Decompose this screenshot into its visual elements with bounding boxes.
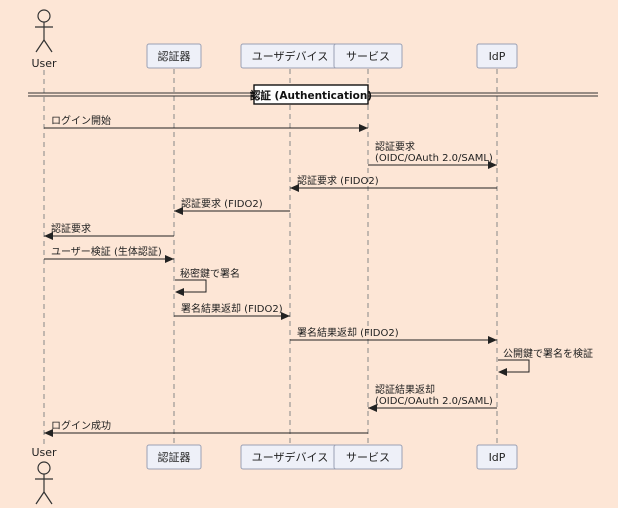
arrowhead-icon: [368, 404, 377, 412]
message-arrow-line: [498, 359, 530, 373]
message-label: 認証要求 (FIDO2): [297, 174, 379, 187]
participant-device-top: ユーザデバイス: [240, 43, 340, 69]
actor-label-top: User: [31, 57, 57, 70]
arrowhead-icon: [290, 184, 299, 192]
arrowhead-icon: [281, 312, 290, 320]
message-12: ログイン成功: [44, 419, 368, 437]
participant-label: サービス: [346, 50, 390, 63]
actor-user-top-figure: [35, 9, 53, 53]
message-10: 公開鍵で署名を検証: [498, 347, 593, 376]
participant-idp-top: IdP: [476, 43, 518, 69]
message-8: 署名結果返却 (FIDO2): [174, 302, 290, 320]
message-label: 認証要求: [51, 222, 91, 235]
divider-label: 認証 (Authentication): [250, 89, 372, 102]
arrowhead-icon: [359, 124, 368, 132]
message-6: ユーザー検証 (生体認証): [44, 245, 174, 263]
message-4: 認証要求 (FIDO2): [174, 197, 290, 215]
participant-label: IdP: [489, 50, 506, 63]
message-label: (OIDC/OAuth 2.0/SAML): [375, 153, 493, 164]
participant-label: ユーザデバイス: [252, 49, 328, 63]
participant-label: IdP: [489, 451, 506, 464]
message-2: 認証要求(OIDC/OAuth 2.0/SAML): [368, 140, 497, 169]
actor-user-bottom-figure: [35, 461, 53, 505]
message-label: 公開鍵で署名を検証: [503, 347, 593, 360]
participant-auth-top: 認証器: [146, 43, 202, 69]
arrowhead-icon: [488, 161, 497, 169]
arrowhead-icon: [488, 336, 497, 344]
participant-idp-bottom: IdP: [476, 444, 518, 470]
message-label: ログイン開始: [51, 114, 111, 127]
arrowhead-icon: [175, 288, 184, 296]
message-label: ユーザー検証 (生体認証): [51, 245, 162, 258]
message-label: 認証要求 (FIDO2): [181, 197, 263, 210]
participant-device-bottom: ユーザデバイス: [240, 444, 340, 470]
message-label: 認証結果返却: [375, 383, 435, 396]
message-3: 認証要求 (FIDO2): [290, 174, 497, 192]
participant-label: 認証器: [158, 450, 191, 464]
message-arrow-line: [175, 279, 207, 293]
arrowhead-icon: [44, 232, 53, 240]
participant-label: サービス: [346, 451, 390, 464]
participant-label: ユーザデバイス: [252, 450, 328, 464]
message-label: 署名結果返却 (FIDO2): [297, 326, 399, 339]
message-label: 秘密鍵で署名: [180, 267, 240, 280]
participant-label: 認証器: [158, 49, 191, 63]
message-label: ログイン成功: [51, 419, 111, 432]
message-label: 署名結果返却 (FIDO2): [181, 302, 283, 315]
participant-auth-bottom: 認証器: [146, 444, 202, 470]
arrowhead-icon: [174, 207, 183, 215]
message-11: 認証結果返却(OIDC/OAuth 2.0/SAML): [368, 383, 497, 412]
message-1: ログイン開始: [44, 114, 368, 132]
actor-label-bottom: User: [31, 446, 57, 459]
message-7: 秘密鍵で署名: [175, 267, 240, 296]
message-5: 認証要求: [44, 222, 174, 240]
message-9: 署名結果返却 (FIDO2): [290, 326, 497, 344]
participant-service-top: サービス: [333, 43, 403, 69]
arrowhead-icon: [44, 429, 53, 437]
message-label: 認証要求: [375, 140, 415, 153]
arrowhead-icon: [165, 255, 174, 263]
message-label: (OIDC/OAuth 2.0/SAML): [375, 396, 493, 407]
section-divider: 認証 (Authentication): [28, 84, 598, 105]
participant-service-bottom: サービス: [333, 444, 403, 470]
arrowhead-icon: [498, 368, 507, 376]
